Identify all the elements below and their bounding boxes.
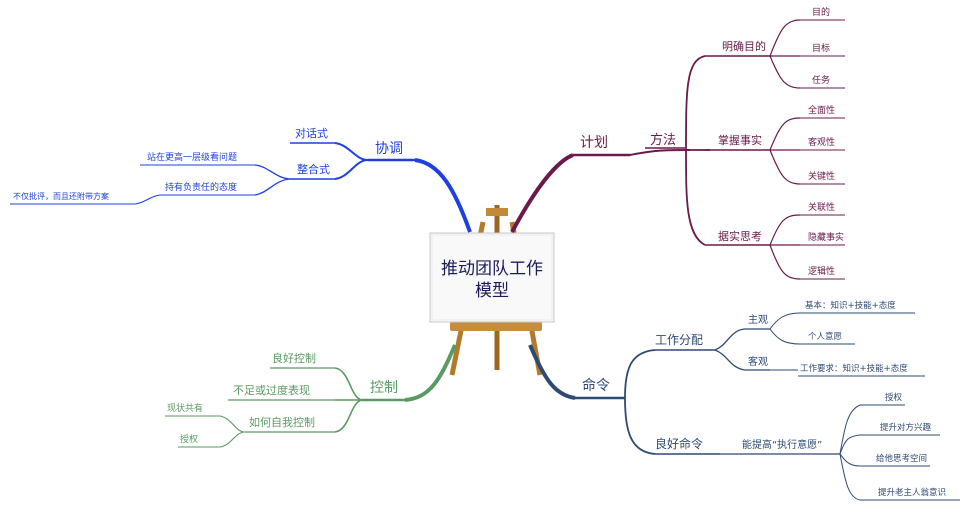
command-good-order: 良好命令 <box>655 436 703 451</box>
coord-label: 协调 <box>375 141 403 157</box>
command-personal: 个人意愿 <box>808 331 843 342</box>
coord-dialog: 对话式 <box>295 126 328 140</box>
command-improve: 能提高“执行意愿” <box>742 438 822 451</box>
plan-labels: 计划 方法 明确目的 掌握事实 据实思考 目的 目标 任务 全面性 客观性 关键… <box>580 6 844 277</box>
plan-thinking-item: 隐藏事实 <box>808 231 844 243</box>
plan-purpose: 明确目的 <box>722 39 766 53</box>
control-good: 良好控制 <box>272 351 316 365</box>
command-item: 授权 <box>885 392 903 403</box>
coord-solution: 不仅批评，而且还附带方案 <box>13 191 109 201</box>
coord-integrate: 整合式 <box>297 162 330 176</box>
command-requirement: 工作要求：知识+技能+态度 <box>800 363 908 374</box>
plan-thinking-item: 逻辑性 <box>808 265 835 277</box>
command-item: 提升对方兴趣 <box>880 422 932 433</box>
control-labels: 控制 良好控制 不足或过度表现 如何自我控制 现状共有 授权 <box>167 351 398 445</box>
plan-thinking: 据实思考 <box>718 229 762 243</box>
plan-purpose-item: 目的 <box>812 6 830 18</box>
plan-facts: 掌握事实 <box>718 133 762 147</box>
plan-purpose-item: 目标 <box>812 42 830 54</box>
control-label: 控制 <box>370 380 398 396</box>
command-branch <box>528 312 960 501</box>
center-title-line1: 推动团队工作 <box>441 259 543 279</box>
command-item: 提升老主人翁意识 <box>878 487 946 498</box>
coord-view: 站在更高一层级看问题 <box>147 151 237 163</box>
plan-thinking-item: 关联性 <box>808 201 835 213</box>
easel <box>429 205 555 376</box>
control-auth: 授权 <box>180 433 198 445</box>
command-objective: 客观 <box>748 355 768 368</box>
command-label: 命令 <box>582 377 610 394</box>
coord-branch <box>10 142 472 233</box>
control-self: 如何自我控制 <box>249 415 315 429</box>
coord-labels: 协调 对话式 整合式 站在更高一层级看问题 持有负责任的态度 不仅批评，而且还附… <box>13 126 403 201</box>
plan-label: 计划 <box>580 135 608 151</box>
plan-method: 方法 <box>650 132 676 148</box>
plan-facts-item: 客观性 <box>808 136 835 148</box>
plan-purpose-item: 任务 <box>812 74 830 86</box>
command-assign: 工作分配 <box>655 333 703 347</box>
command-labels: 命令 工作分配 良好命令 主观 客观 基本：知识+技能+态度 个人意愿 工作要求… <box>582 300 946 498</box>
command-item: 给他思考空间 <box>876 453 927 464</box>
command-subjective: 主观 <box>748 314 768 326</box>
plan-branch <box>510 19 845 280</box>
center-title-line2: 模型 <box>475 281 509 301</box>
command-basic: 基本：知识+技能+态度 <box>805 300 896 311</box>
control-branch <box>165 344 457 448</box>
control-bad: 不足或过度表现 <box>233 383 310 397</box>
control-status: 现状共有 <box>167 402 203 414</box>
plan-facts-item: 全面性 <box>808 104 835 116</box>
coord-attitude: 持有负责任的态度 <box>165 181 237 193</box>
plan-facts-item: 关键性 <box>808 170 835 182</box>
